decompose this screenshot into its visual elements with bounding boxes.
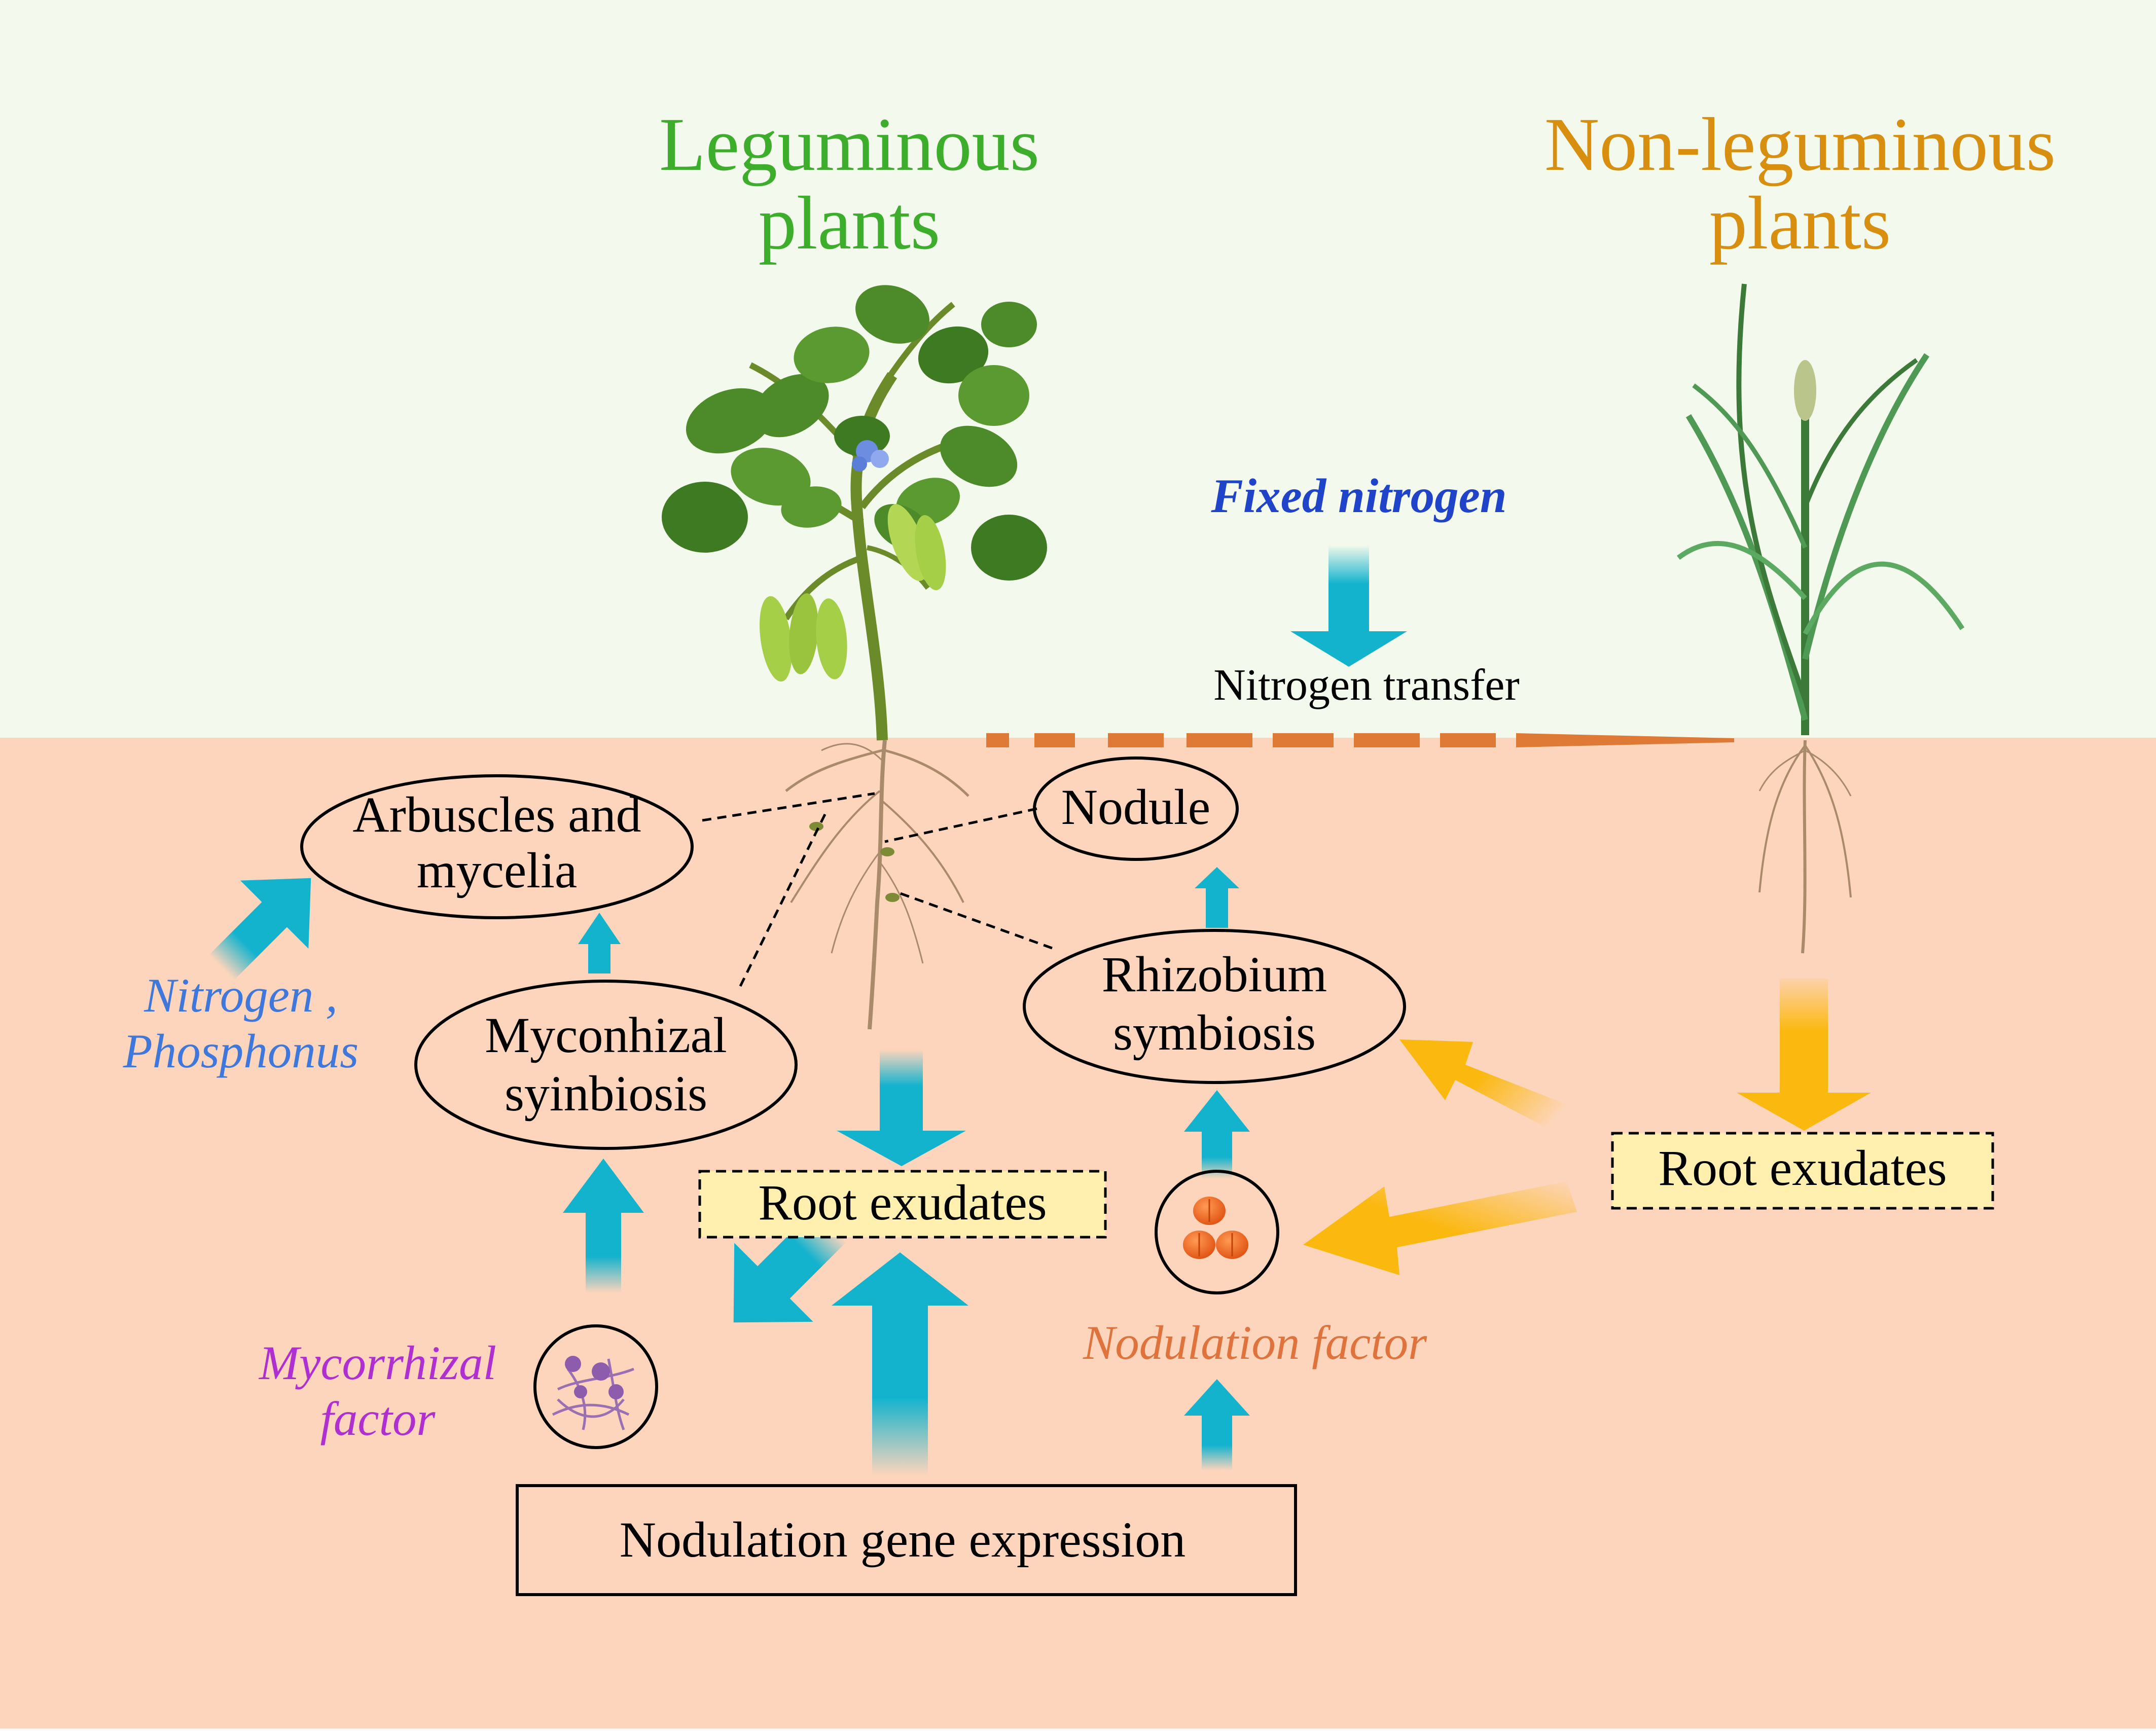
legume-line-2: plants xyxy=(759,181,940,265)
nodgene-line-1: Nodulation gene expression xyxy=(620,1511,1185,1568)
rhizobium-ellipse xyxy=(1023,929,1406,1084)
arbuscles-line-1: Arbuscles and xyxy=(352,786,641,843)
root-exudates-center-label: Root exudates xyxy=(758,1174,1047,1231)
myconhizal-line-2: syinbiosis xyxy=(505,1065,707,1122)
nodulation-gene-label: Nodulation gene expression xyxy=(620,1511,1185,1568)
root-exudates-center-box xyxy=(698,1170,1107,1239)
nodule-label: Nodule xyxy=(1061,779,1210,835)
root-exudates-right-label: Root exudates xyxy=(1658,1140,1947,1196)
rhizobium-line-2: symbiosis xyxy=(1113,1004,1316,1061)
connector-lines xyxy=(702,792,1053,987)
nodfac-line-1: Nodulation factor xyxy=(1083,1316,1427,1369)
myconhizal-line-1: Myconhizal xyxy=(485,1007,727,1063)
fixed-nitrogen-arrow xyxy=(1290,545,1407,667)
rex-center-line-1: Root exudates xyxy=(758,1174,1047,1231)
nphos-line-2: Phosphonus xyxy=(123,1024,358,1078)
root-exudates-right-box xyxy=(1611,1132,1994,1210)
arbuscles-ellipse xyxy=(300,774,694,919)
grass-plant-icon xyxy=(1677,283,1965,954)
legume-line-1: Leguminous xyxy=(659,102,1039,187)
fixed-line-1: Fixed nitrogen xyxy=(1210,469,1506,523)
rhizobium-line-1: Rhizobium xyxy=(1102,946,1327,1002)
nodulation-factor-label: Nodulation factor xyxy=(1083,1316,1427,1369)
rex-right-line-1: Root exudates xyxy=(1658,1140,1947,1196)
nodule-line-1: Nodule xyxy=(1061,779,1210,835)
mycfac-line-1: Mycorrhizal xyxy=(258,1336,496,1390)
nitrogen-transfer-line xyxy=(986,733,1734,747)
legume-plant-icon xyxy=(662,285,1047,1030)
sky-background xyxy=(0,0,2156,738)
nodulation-gene-box xyxy=(516,1484,1297,1596)
mycfac-line-2: factor xyxy=(320,1392,436,1446)
rhizobia-bacteria-icon xyxy=(1155,1170,1279,1294)
arbuscles-line-2: mycelia xyxy=(417,842,578,898)
orange-arrows xyxy=(1303,979,1871,1275)
transfer-line-1: Nitrogen transfer xyxy=(1213,661,1520,710)
nonlegume-line-2: plants xyxy=(1709,181,1891,265)
nitrogen-phosphonus-label: Nitrogen ,Phosphonus xyxy=(123,968,358,1078)
myconhizal-ellipse xyxy=(414,980,798,1150)
nodule-ellipse xyxy=(1033,756,1239,861)
nonlegume-line-1: Non-leguminous xyxy=(1544,102,2056,187)
nitrogen-transfer-label: Nitrogen transfer xyxy=(1213,661,1520,710)
cyan-arrows xyxy=(208,867,1250,1475)
mycorrhizal-fungus-icon xyxy=(533,1324,658,1449)
nphos-line-1: Nitrogen , xyxy=(143,968,338,1022)
fixed-nitrogen-label: Fixed nitrogen xyxy=(1210,469,1506,523)
